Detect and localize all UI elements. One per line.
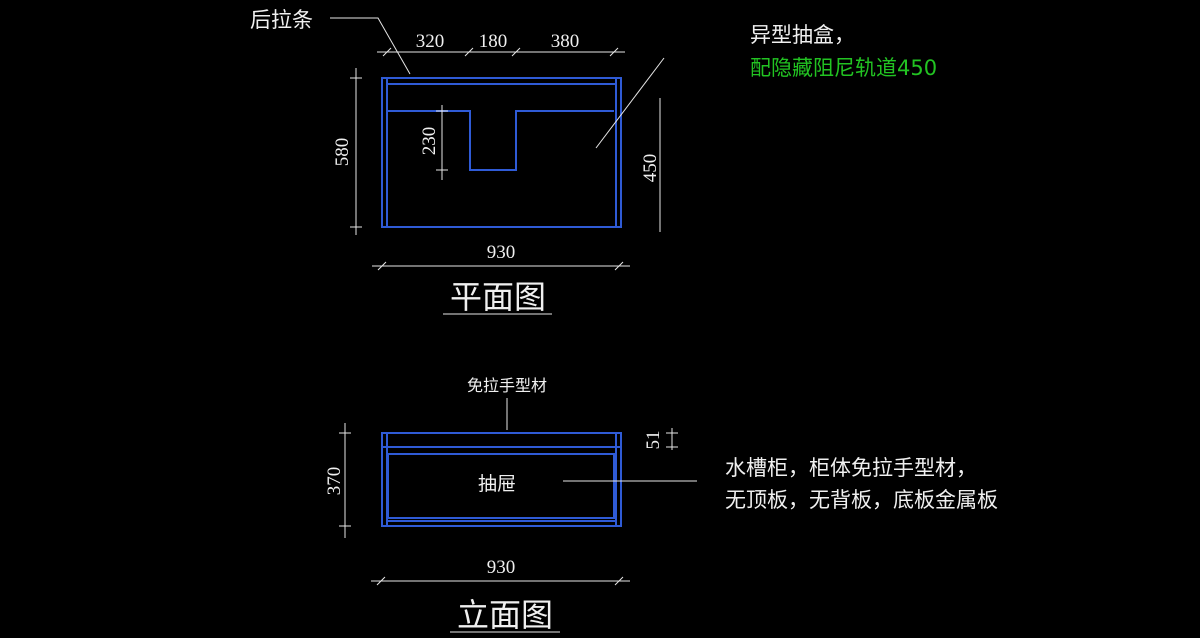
dim-depth-580: 580: [332, 138, 353, 167]
dim-width-320: 320: [416, 31, 445, 52]
plan-title: 平面图: [450, 278, 546, 316]
elevation-view: 免拉手型材 51 370 抽屉 水槽柜，柜体免拉手型材， 无顶板，无背板，底板金…: [324, 376, 998, 634]
dim-total-width-930: 930: [487, 242, 516, 263]
plan-cabinet-outline: [381, 77, 622, 228]
leader-back-strip: [330, 17, 411, 75]
label-handleless-profile: 免拉手型材: [467, 376, 547, 395]
elevation-cabinet-outline: [381, 432, 622, 527]
label-back-strip: 后拉条: [250, 8, 313, 32]
dim-width-380: 380: [551, 31, 580, 52]
dim-rail-450: 450: [640, 154, 661, 183]
dim-height-370: 370: [324, 467, 345, 496]
label-drawer: 抽屉: [478, 473, 516, 495]
plan-view: 320 180 380 580 230 450 930 平面图 后拉条 异型抽盒…: [250, 8, 937, 316]
dim-rail-51: 51: [643, 431, 664, 450]
elevation-dimensions: [339, 423, 678, 586]
label-drawer-box: 异型抽盒，: [750, 23, 855, 47]
dim-elevation-width-930: 930: [487, 557, 516, 578]
note-line-2: 无顶板，无背板，底板金属板: [725, 488, 998, 512]
plan-dimensions: [350, 47, 661, 271]
leader-drawer-box: [595, 57, 665, 149]
label-drawer-rail: 配隐藏阻尼轨道450: [750, 56, 937, 80]
note-line-1: 水槽柜，柜体免拉手型材，: [725, 456, 977, 480]
dim-notch-230: 230: [419, 127, 440, 156]
dim-width-180: 180: [479, 31, 508, 52]
elevation-title: 立面图: [457, 596, 553, 634]
